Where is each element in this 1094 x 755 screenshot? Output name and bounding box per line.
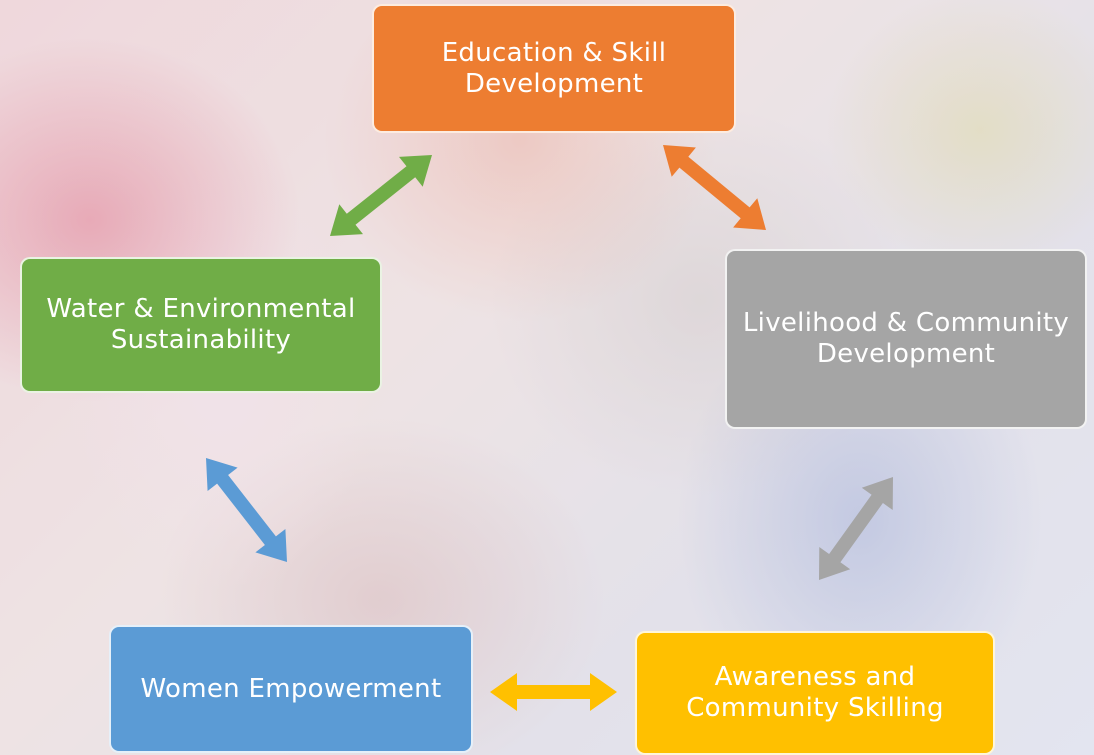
arrow-women-awareness xyxy=(490,673,617,711)
node-women-empowerment: Women Empowerment xyxy=(109,625,473,753)
node-label: Women Empowerment xyxy=(140,673,442,704)
node-education-skill-development: Education & Skill Development xyxy=(372,4,736,133)
arrow-education-livelihood xyxy=(663,145,766,230)
arrow-water-women xyxy=(206,458,287,562)
arrow-livelihood-awareness xyxy=(819,477,893,580)
node-livelihood-community-development: Livelihood & Community Development xyxy=(725,249,1087,429)
node-water-environmental-sustainability: Water & Environmental Sustainability xyxy=(20,257,382,393)
node-label: Livelihood & Community Development xyxy=(742,308,1070,369)
node-label: Awareness and Community Skilling xyxy=(686,662,944,723)
node-label: Water & Environmental Sustainability xyxy=(46,294,356,355)
node-awareness-community-skilling: Awareness and Community Skilling xyxy=(635,631,995,755)
arrow-education-water xyxy=(330,155,432,236)
node-label: Education & Skill Development xyxy=(441,37,667,99)
